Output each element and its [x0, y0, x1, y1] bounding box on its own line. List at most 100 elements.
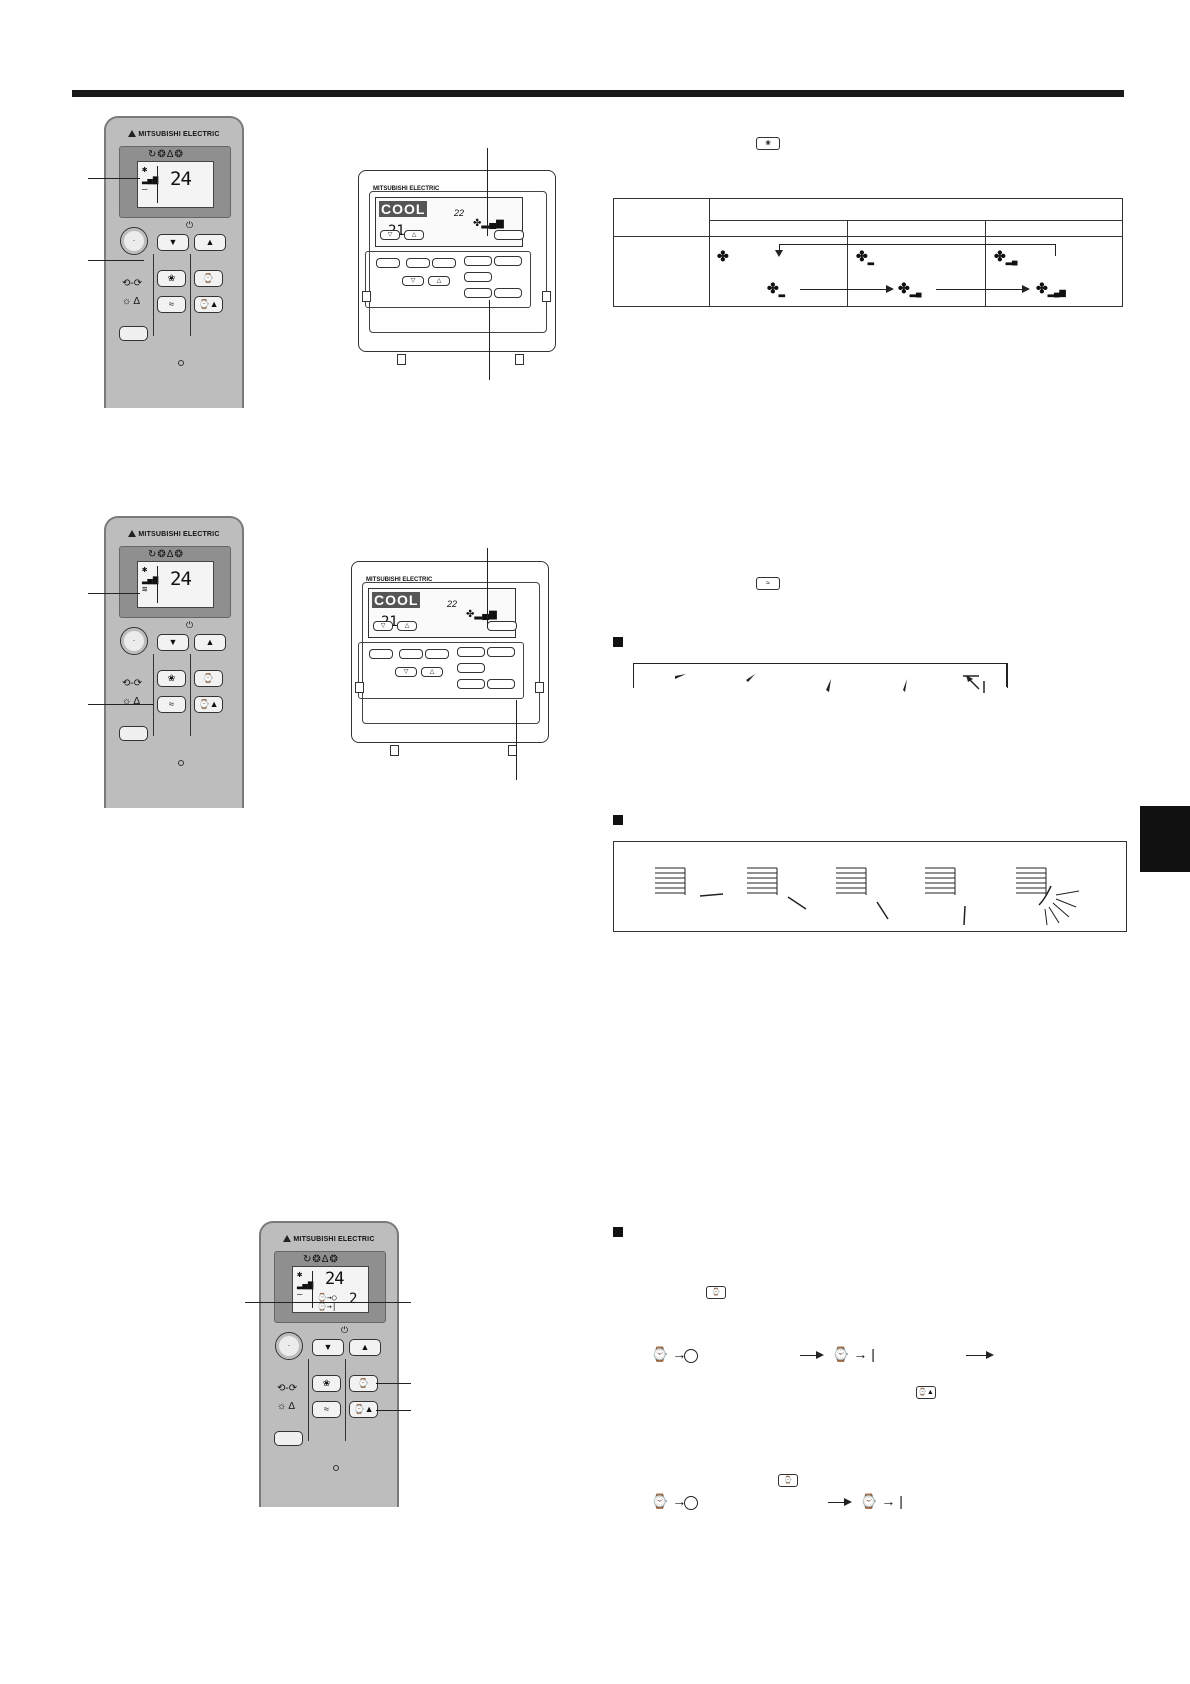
- hinge: [515, 354, 524, 365]
- mitsubishi-logo-icon: [283, 1235, 292, 1242]
- hinge: [542, 291, 551, 302]
- fan-medium-icon: ✤▂▄: [898, 280, 922, 297]
- mode-cycle-icon: ⟲-⟳: [277, 1383, 298, 1394]
- fan-speed-button[interactable]: [457, 647, 485, 657]
- heat-dry-icon: ☼ Δ: [277, 1401, 296, 1412]
- test-button[interactable]: [432, 258, 456, 268]
- leader-line: [88, 178, 140, 179]
- vane-button[interactable]: [464, 272, 492, 282]
- timer-up-button[interactable]: ⌚▲: [194, 296, 223, 313]
- temp-up-button[interactable]: △: [404, 230, 424, 240]
- lcd-divider: [157, 166, 158, 203]
- controller-face: [362, 582, 540, 724]
- leader-line: [516, 700, 517, 780]
- temp-down-button[interactable]: ▼: [312, 1339, 344, 1356]
- reset-button[interactable]: [119, 326, 148, 341]
- check-button[interactable]: [399, 649, 423, 659]
- timer-off-icon: ⌚→○⌚→|: [317, 1293, 337, 1311]
- timer-key-icon-2: ⌚: [778, 1474, 798, 1487]
- timer-button[interactable]: ⌚: [349, 1375, 378, 1392]
- wireless-remote-1: MITSUBISHI ELECTRIC ↻❂Δ❂ ✱▂▄▆– 24 · ⏻ ▼ …: [104, 116, 244, 408]
- ventilation-button[interactable]: [494, 288, 522, 298]
- timer-up-button[interactable]: △: [428, 276, 450, 286]
- hinge: [397, 354, 406, 365]
- display-frame: ↻❂Δ❂ ✱▂▄▆– 24: [119, 146, 231, 218]
- mode-button[interactable]: [376, 258, 400, 268]
- test-button[interactable]: [425, 649, 449, 659]
- fan-speed-icon: ✱▂▄▆–: [142, 165, 159, 195]
- timer-down-button[interactable]: ▽: [395, 667, 417, 677]
- hinge: [535, 682, 544, 693]
- fan-speed-icon: ✤▂▄▆: [466, 609, 497, 620]
- fan-speed-icon: ✱▂▄▆≋: [142, 565, 159, 595]
- remote-lcd: ✱▂▄▆– 24: [137, 161, 214, 208]
- fan-speed-icon: ✱▂▄▆–: [297, 1270, 314, 1300]
- timer-down-button[interactable]: ▽: [402, 276, 424, 286]
- vane-diagram: [655, 867, 1080, 926]
- filter-button[interactable]: [494, 256, 522, 266]
- reset-button[interactable]: [274, 1431, 303, 1446]
- power-button[interactable]: ·: [120, 227, 148, 255]
- fan-speed-button[interactable]: ❀: [312, 1375, 341, 1392]
- temp-down-button[interactable]: ▽: [373, 621, 393, 631]
- timer-button[interactable]: ⌚: [194, 270, 223, 287]
- louver-position-icons: [675, 674, 985, 693]
- power-button[interactable]: ·: [120, 627, 148, 655]
- button-panel: ▽ △ ▽ △: [365, 230, 531, 308]
- return-line: [779, 244, 780, 252]
- power-button[interactable]: ·: [275, 1332, 303, 1360]
- hinge: [355, 682, 364, 693]
- mode-button[interactable]: [369, 649, 393, 659]
- indicator-led: [178, 760, 184, 766]
- timer-up-button[interactable]: ⌚▲: [349, 1401, 378, 1418]
- cycle-bracket-left: [633, 663, 634, 687]
- check-button[interactable]: [406, 258, 430, 268]
- arrow-head: [816, 1351, 824, 1359]
- louver-button[interactable]: [464, 288, 492, 298]
- temp-up-button[interactable]: ▲: [194, 234, 226, 251]
- vane-positions-box: [613, 841, 1127, 932]
- mitsubishi-logo-icon: [128, 130, 137, 137]
- leader-line: [245, 1302, 345, 1303]
- fan-speed-button[interactable]: [464, 256, 492, 266]
- temp-down-button[interactable]: ▽: [380, 230, 400, 240]
- timer-up-button[interactable]: ⌚▲: [194, 696, 223, 713]
- timer-button[interactable]: ⌚: [194, 670, 223, 687]
- indicator-led: [333, 1465, 339, 1471]
- mode-cycle-icon: ⟲-⟳: [122, 678, 143, 689]
- hinge: [390, 745, 399, 756]
- temp-down-button[interactable]: ▼: [157, 634, 189, 651]
- wired-controller-2: MITSUBISHI ELECTRIC COOL 21 22 ✤▂▄▆ ▽ △ …: [351, 561, 549, 756]
- fan-speed-button[interactable]: ❀: [157, 270, 186, 287]
- vane-button[interactable]: ≈: [312, 1401, 341, 1418]
- arrow: [828, 1502, 844, 1503]
- ventilation-button[interactable]: [487, 679, 515, 689]
- temp-down-button[interactable]: ▼: [157, 234, 189, 251]
- timer-up-key-icon: ⌚▲: [916, 1386, 936, 1399]
- on-off-button[interactable]: [494, 230, 524, 240]
- room-temp-display: 22: [454, 208, 465, 218]
- leader-line: [88, 593, 140, 594]
- vane-button[interactable]: [457, 663, 485, 673]
- louver-button[interactable]: [457, 679, 485, 689]
- arrow-head: [986, 1351, 994, 1359]
- fan-speed-button[interactable]: ❀: [157, 670, 186, 687]
- display-frame: ↻❂Δ❂ ✱▂▄▆– 24 ⌚→○⌚→| 2: [274, 1251, 386, 1323]
- temp-up-button[interactable]: ▲: [194, 634, 226, 651]
- indicator-led: [178, 360, 184, 366]
- timer-flow-step-on-2: ⌚ → |: [860, 1493, 903, 1509]
- on-off-button[interactable]: [487, 621, 517, 631]
- mode-icons: ↻❂Δ❂: [148, 549, 184, 560]
- divider: [345, 1359, 346, 1441]
- temp-up-button[interactable]: ▲: [349, 1339, 381, 1356]
- vane-button[interactable]: ≈: [157, 296, 186, 313]
- vane-button[interactable]: ≈: [157, 696, 186, 713]
- filter-button[interactable]: [487, 647, 515, 657]
- divider: [308, 1359, 309, 1441]
- temp-up-button[interactable]: △: [397, 621, 417, 631]
- temp-display: 24: [325, 1269, 345, 1289]
- reset-button[interactable]: [119, 726, 148, 741]
- divider: [190, 654, 191, 736]
- timer-up-button[interactable]: △: [421, 667, 443, 677]
- remote-brand: MITSUBISHI ELECTRIC: [106, 530, 242, 538]
